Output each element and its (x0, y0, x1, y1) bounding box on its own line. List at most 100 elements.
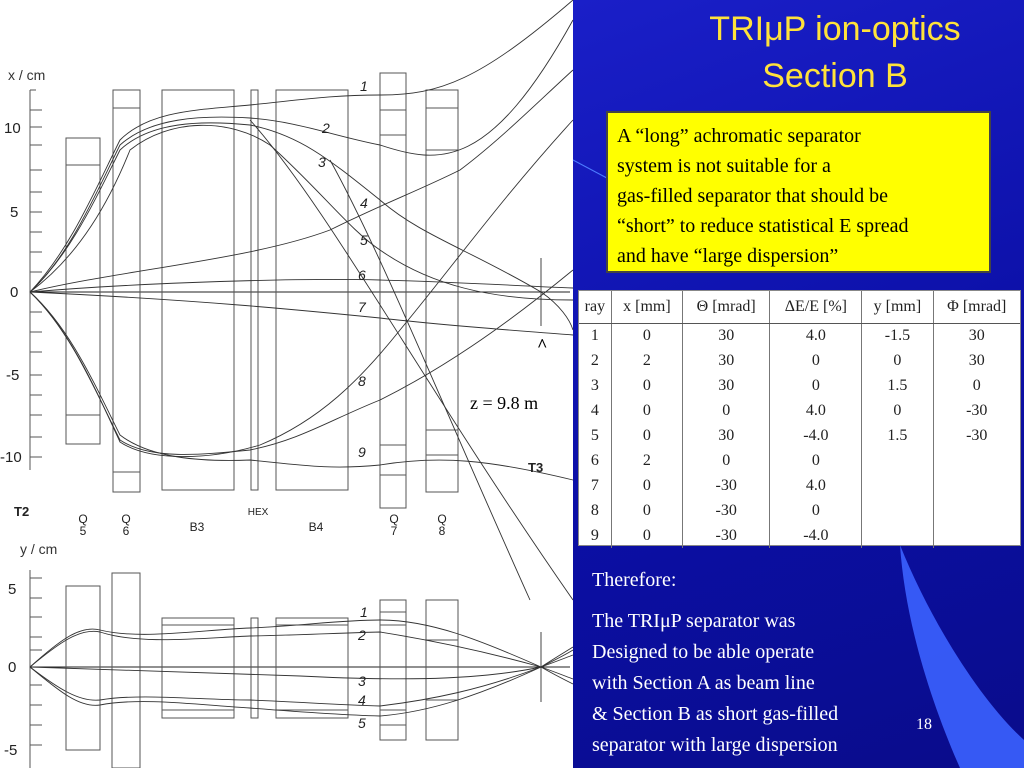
table-cell: 30 (682, 423, 771, 449)
note-line: and have “large dispersion” (617, 245, 839, 267)
table-cell: -30 (966, 402, 988, 420)
tick-label: 0 (8, 659, 16, 676)
conclusion-line: & Section B as short gas-filled (592, 703, 839, 725)
slide-title-line2: Section B (762, 57, 908, 95)
note-line: system is not suitable for a (617, 155, 831, 177)
b4-element-y (275, 617, 349, 719)
table-cell: 30 (968, 352, 985, 370)
table-cell: 2 (579, 348, 612, 374)
slide-number: 18 (916, 716, 932, 733)
table-cell: 4.0 (769, 398, 863, 424)
table-cell: 0 (682, 448, 771, 474)
ray-label: 2 (321, 120, 330, 136)
table-cell: 0 (769, 498, 863, 524)
table-cell: 0 (769, 448, 863, 474)
decorative-swoosh (900, 545, 1024, 768)
hex-element-y (250, 617, 259, 719)
ray-label: 8 (358, 373, 366, 389)
table-cell: -4.0 (769, 423, 863, 449)
table-cell (861, 473, 934, 499)
table-cell (861, 498, 934, 524)
table-cell: 1 (579, 323, 612, 349)
tick-label: 0 (10, 284, 18, 301)
y-ray-2 (29, 630, 574, 680)
ray-label: 1 (360, 604, 368, 620)
b4-element (275, 89, 349, 491)
ray-label: 5 (358, 715, 366, 731)
x-axis-label: x / cm (8, 67, 45, 83)
ray-label: 5 (360, 232, 368, 248)
table-cell (933, 498, 1020, 523)
focus-label-t3: T3 (528, 460, 543, 475)
tick-label: -10 (0, 449, 22, 466)
table-cell: 4.0 (769, 473, 863, 499)
q6-element (112, 89, 141, 493)
y-ray-5 (29, 646, 574, 717)
ray-9 (29, 291, 574, 481)
ray-crossing-2 (249, 119, 574, 601)
table-cell: -1.5 (861, 323, 934, 349)
table-header: ray (579, 291, 612, 324)
table-header: Θ [mrad] (682, 291, 771, 324)
hex-element (250, 89, 259, 491)
table-cell: 0 (611, 323, 683, 349)
y-ray-4 (29, 649, 574, 707)
ray-label: 3 (358, 673, 366, 689)
table-cell: 0 (611, 373, 683, 399)
table-cell: -30 (682, 523, 771, 549)
b3-element (161, 89, 235, 491)
x-ray-labels: 1 2 3 4 5 6 7 8 9 (318, 78, 368, 460)
ray-label: 9 (358, 444, 366, 460)
conclusion-line: Designed to be able operate (592, 641, 815, 663)
table-cell: 0 (611, 523, 683, 549)
conclusion-heading: Therefore: (592, 569, 677, 591)
element-label-b4: B4 (309, 520, 324, 534)
tick-label: 5 (8, 581, 16, 598)
table-cell (933, 473, 1020, 498)
ray-1 (29, 0, 574, 293)
ray-3 (29, 122, 574, 331)
table-cell: 6 (579, 448, 612, 474)
y-ray-labels: 1 2 3 4 5 (357, 604, 368, 731)
ray-label: 6 (358, 267, 366, 283)
x-plot-elements (65, 72, 459, 509)
table-cell: 5 (579, 423, 612, 449)
slide-title-line1: TRIμP ion-optics (709, 10, 961, 48)
conclusion-line: with Section A as beam line (592, 672, 815, 694)
table-cell: 30 (682, 373, 771, 399)
element-label-t2: T2 (14, 504, 29, 519)
ray-7 (29, 291, 574, 336)
tick-label: -5 (6, 367, 19, 384)
ray-label: 1 (360, 78, 368, 94)
q8-element-y (425, 599, 459, 741)
ray-label: 2 (357, 627, 366, 643)
table-cell: 4.0 (769, 323, 863, 349)
table-cell: 30 (682, 348, 771, 374)
table-cell (861, 448, 934, 474)
ray-8 (29, 269, 574, 455)
table-header-row: ray x [mm] Θ [mrad] ΔE/E [%] y [mm] Φ [m… (579, 291, 1020, 324)
conclusion-text: Therefore: The TRIμP separator was Desig… (592, 565, 838, 761)
table-cell: 7 (579, 473, 612, 499)
ray-4 (29, 69, 574, 293)
y-ray-3 (29, 654, 574, 680)
table-cell: 9 (579, 523, 612, 549)
ray-label: 3 (318, 154, 326, 170)
table-header: Φ [mrad] (933, 291, 1020, 324)
q7-element (379, 72, 407, 509)
table-cell (933, 448, 1020, 473)
table-cell: 8 (579, 498, 612, 524)
table-header: x [mm] (611, 291, 683, 324)
table-header: y [mm] (861, 291, 934, 324)
